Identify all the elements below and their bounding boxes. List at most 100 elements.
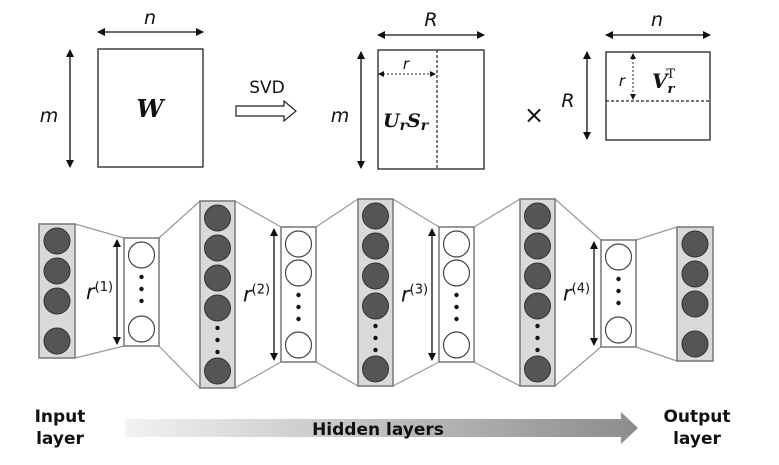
connection-line bbox=[473, 361, 521, 387]
node-filled bbox=[681, 260, 709, 288]
width-label: n bbox=[651, 9, 663, 31]
input-layer-label-2: layer bbox=[36, 429, 84, 449]
connection-line bbox=[234, 361, 282, 389]
us-box bbox=[377, 49, 485, 170]
connection-line bbox=[234, 200, 282, 228]
ellipsis-dot bbox=[373, 323, 378, 329]
ellipsis-dot bbox=[535, 335, 540, 341]
node-filled bbox=[524, 292, 551, 320]
rank-label: r bbox=[619, 72, 626, 90]
rank-label-1: r(1) bbox=[86, 280, 113, 304]
width-label: n bbox=[144, 7, 156, 29]
ellipsis-dot bbox=[454, 316, 459, 322]
node-filled bbox=[524, 262, 551, 290]
hidden-layers-label: Hidden layers bbox=[312, 420, 444, 440]
node-filled bbox=[43, 327, 71, 355]
ellipsis-dot bbox=[373, 347, 378, 353]
v-symbol: V bbox=[652, 69, 670, 93]
rank-superscript: (2) bbox=[252, 283, 270, 298]
rank-superscript: (1) bbox=[95, 280, 113, 295]
matrix-w: n m W bbox=[40, 7, 204, 168]
connection-line bbox=[315, 198, 359, 228]
node-filled bbox=[681, 330, 709, 358]
output-layer-label-2: layer bbox=[673, 429, 721, 449]
node-filled bbox=[362, 355, 389, 383]
node-empty bbox=[284, 230, 313, 258]
rank-superscript: (3) bbox=[410, 283, 428, 298]
node-filled bbox=[43, 257, 71, 285]
connection-line bbox=[473, 198, 521, 228]
ellipsis-dot bbox=[215, 337, 220, 343]
node-empty bbox=[604, 316, 633, 344]
neural-network: r(1)r(2)r(3)r(4) bbox=[38, 198, 714, 389]
hollow-arrow-icon bbox=[235, 99, 297, 123]
connection-line bbox=[158, 200, 201, 239]
node-empty bbox=[442, 230, 471, 258]
node-filled bbox=[524, 355, 551, 383]
rank-label: r bbox=[403, 55, 410, 73]
v-superscript: T bbox=[666, 67, 675, 82]
node-filled bbox=[362, 232, 389, 260]
rank-symbol: r bbox=[401, 283, 411, 307]
rank-label-2: r(2) bbox=[243, 283, 270, 307]
w-label: W bbox=[137, 94, 166, 123]
multiply-sign: × bbox=[524, 101, 544, 129]
ellipsis-dot bbox=[535, 347, 540, 353]
output-layer-label-1: Output bbox=[663, 407, 730, 427]
ellipsis-dot bbox=[139, 286, 144, 292]
node-filled bbox=[681, 290, 709, 318]
node-filled bbox=[204, 234, 231, 262]
node-empty bbox=[442, 331, 471, 359]
ellipsis-dot bbox=[373, 335, 378, 341]
connection-line bbox=[554, 346, 602, 387]
ellipsis-dot bbox=[215, 349, 220, 355]
layer-axis: Input layer Hidden layers Output layer bbox=[35, 407, 731, 449]
ellipsis-dot bbox=[616, 288, 621, 294]
node-filled bbox=[43, 287, 71, 315]
node-filled bbox=[524, 232, 551, 260]
rank-symbol: r bbox=[243, 283, 253, 307]
node-filled bbox=[362, 202, 389, 230]
connection-line bbox=[635, 346, 678, 362]
ellipsis-dot bbox=[454, 304, 459, 310]
u-subscript: r bbox=[400, 118, 409, 134]
w-box bbox=[97, 48, 204, 168]
node-empty bbox=[127, 241, 156, 269]
connection-line bbox=[635, 226, 678, 241]
node-filled bbox=[681, 230, 709, 258]
rank-label-3: r(3) bbox=[401, 283, 428, 307]
v-box bbox=[605, 51, 711, 141]
ellipsis-dot bbox=[454, 292, 459, 298]
ellipsis-dot bbox=[616, 276, 621, 282]
ellipsis-dot bbox=[616, 300, 621, 306]
us-label: UrSr bbox=[383, 110, 430, 134]
node-filled bbox=[204, 294, 231, 322]
node-filled bbox=[204, 357, 231, 385]
u-symbol: U bbox=[383, 110, 401, 132]
node-filled bbox=[43, 227, 71, 255]
connection-line bbox=[554, 198, 602, 241]
ellipsis-dot bbox=[139, 298, 144, 304]
hidden-layers-arrow bbox=[125, 412, 638, 444]
connection-line bbox=[392, 198, 440, 228]
svd-arrow: SVD bbox=[235, 78, 297, 123]
svd-label: SVD bbox=[249, 78, 285, 98]
s-symbol: S bbox=[407, 110, 421, 132]
v-subscript: r bbox=[668, 82, 676, 97]
matrix-v: n R r VrT bbox=[561, 9, 711, 141]
node-empty bbox=[604, 243, 633, 271]
matrix-us: R m r UrSr bbox=[331, 9, 485, 170]
ellipsis-dot bbox=[535, 323, 540, 329]
ellipsis-dot bbox=[296, 316, 301, 322]
node-filled bbox=[362, 292, 389, 320]
s-subscript: r bbox=[421, 118, 430, 134]
node-empty bbox=[442, 259, 471, 287]
width-label: R bbox=[424, 9, 437, 31]
node-filled bbox=[204, 204, 231, 232]
node-filled bbox=[204, 264, 231, 292]
ellipsis-dot bbox=[139, 274, 144, 280]
ellipsis-dot bbox=[215, 325, 220, 331]
connection-line bbox=[74, 345, 125, 359]
connection-line bbox=[392, 361, 440, 387]
